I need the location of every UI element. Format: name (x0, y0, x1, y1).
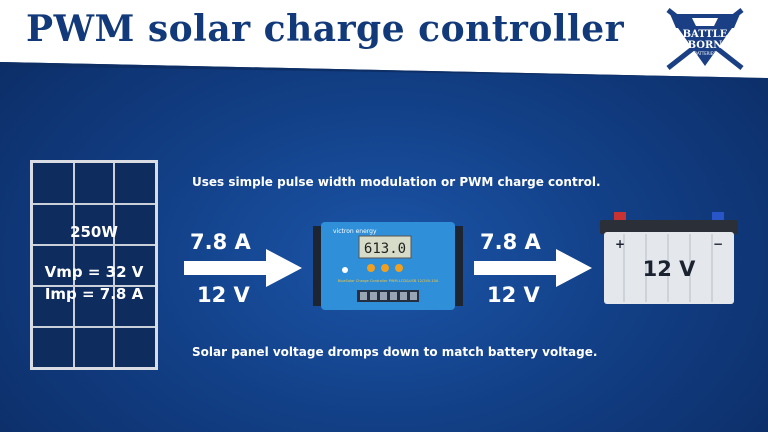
battery-minus: − (713, 237, 723, 251)
battle-born-logo-icon: BATTLE BORN BATTERIES (666, 8, 744, 70)
solar-panel-grid (33, 163, 155, 367)
logo-line2: BORN (688, 40, 723, 51)
flow-out-current: 7.8 A (480, 230, 541, 254)
controller-model: BlueSolar Charge Controller PWM-LCD&USB … (338, 279, 439, 283)
charge-controller-icon: victron energy 613.0 BlueSolar Charge Co… (313, 222, 463, 310)
caption-top: Uses simple pulse width modulation or PW… (192, 175, 601, 189)
flow-out-voltage: 12 V (487, 283, 540, 307)
battery-voltage: 12 V (642, 257, 696, 281)
solar-panel-icon: 250W Vmp = 32 V Imp = 7.8 A (30, 160, 158, 370)
panel-vmp: Vmp = 32 V (44, 263, 144, 281)
caption-bottom: Solar panel voltage dromps down to match… (192, 345, 598, 359)
panel-imp: Imp = 7.8 A (44, 285, 144, 303)
logo-line1: BATTLE (683, 29, 728, 40)
logo-line3: BATTERIES (694, 51, 716, 56)
arrow-right-icon (474, 249, 592, 287)
controller-display: 613.0 (364, 241, 406, 257)
controller-brand: victron energy (333, 228, 377, 235)
arrow-right-icon (184, 249, 302, 287)
battery-icon: + − (600, 212, 738, 304)
panel-wattage: 250W (70, 223, 118, 241)
battery-plus: + (615, 237, 625, 251)
page-title: PWM solar charge controller (26, 8, 625, 50)
header-slant (0, 62, 768, 78)
flow-in-voltage: 12 V (197, 283, 250, 307)
header-bar (0, 0, 768, 62)
flow-in-current: 7.8 A (190, 230, 251, 254)
